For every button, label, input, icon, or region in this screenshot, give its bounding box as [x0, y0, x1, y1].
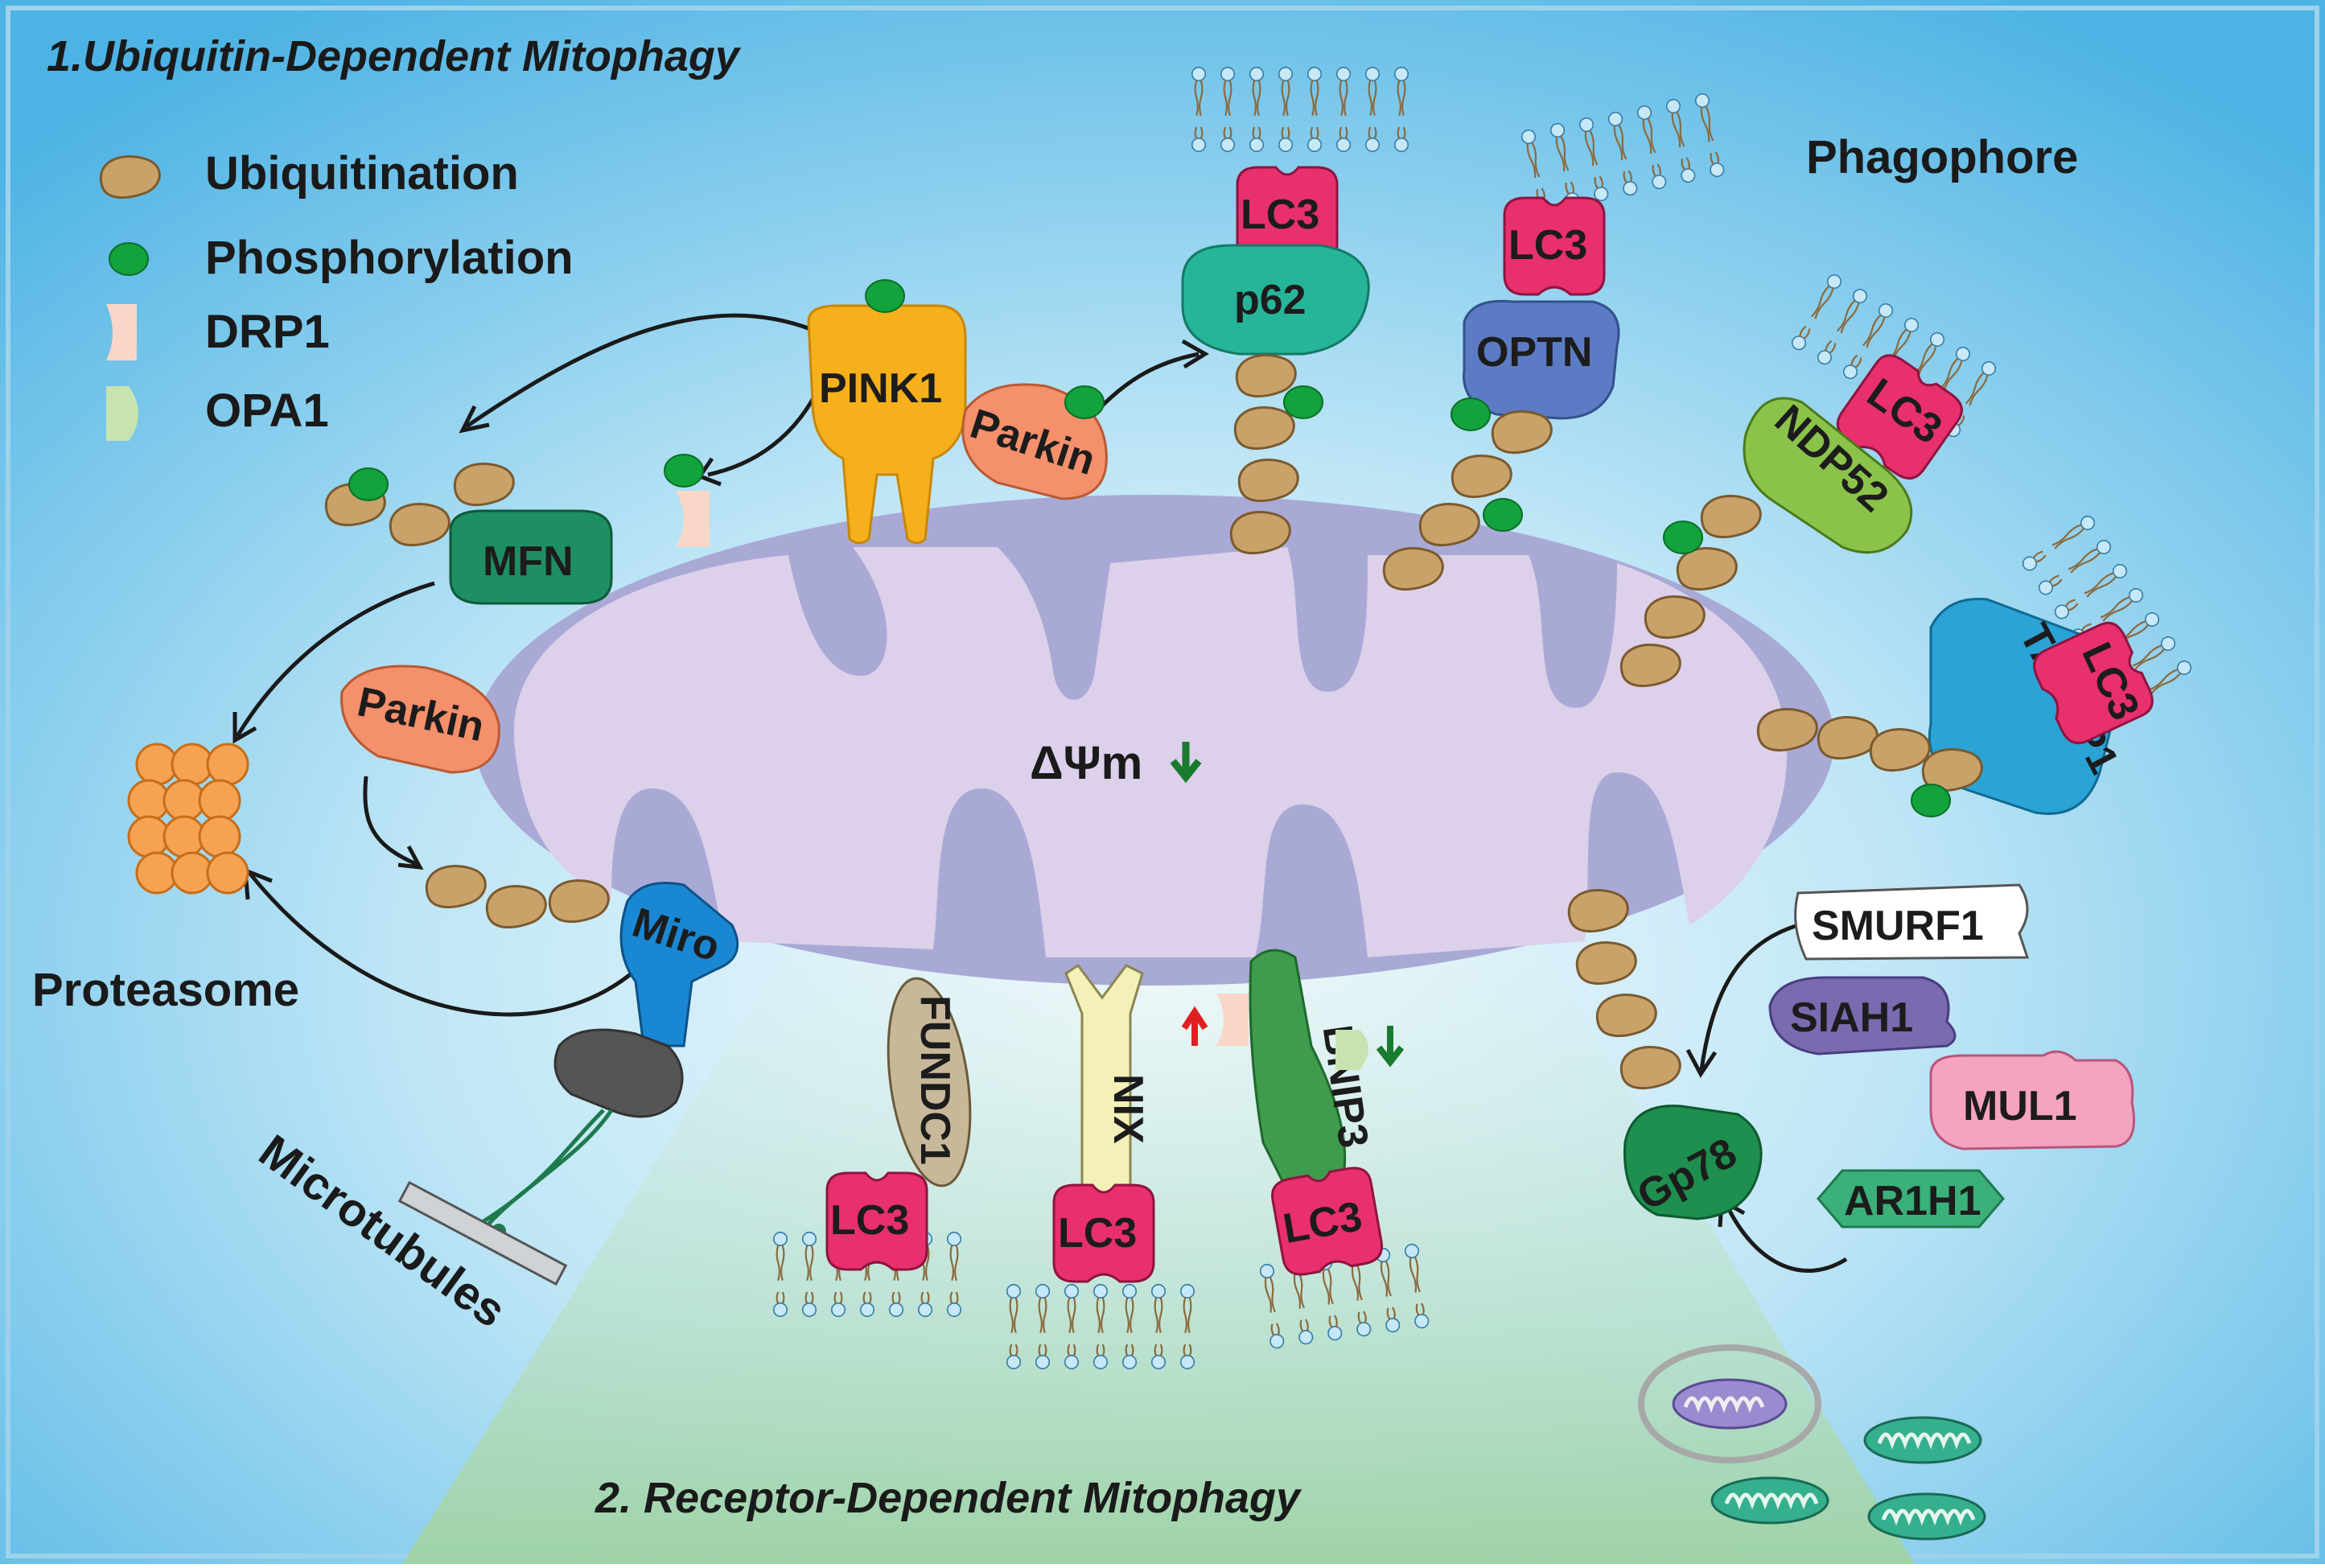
- ubiquitin-icon: [99, 155, 161, 200]
- bnip3-protein: BNIP3: [1249, 949, 1376, 1198]
- mitochondrion-small-icon: [1712, 1478, 1828, 1523]
- optn-lc3: LC3: [1503, 196, 1606, 296]
- membrane-potential-label: ΔΨm: [1030, 737, 1142, 789]
- mul1-protein: MUL1: [1929, 1050, 2135, 1150]
- proteasome-icon: [127, 743, 249, 895]
- proteasome-label: Proteasome: [32, 964, 299, 1016]
- parkin-top-protein: Parkin: [961, 383, 1108, 500]
- siah1-protein: SIAH1: [1768, 976, 1957, 1056]
- legend-label-drp1: DRP1: [205, 306, 330, 358]
- smurf1-protein: SMURF1: [1794, 883, 2030, 961]
- pink1-protein: PINK1: [807, 279, 967, 545]
- arrow-parkin-to-miro: [363, 776, 419, 867]
- mitochondrion-small-icon: [1865, 1418, 1981, 1463]
- lc3-label-optn: LC3: [1508, 222, 1587, 269]
- fundc1-label: FUNDC1: [911, 995, 958, 1165]
- optn-protein: OPTN: [1463, 299, 1620, 420]
- drp1-protein: [664, 454, 710, 547]
- legend-label-ubiquitination: Ubiquitination: [205, 147, 519, 200]
- p62-label: p62: [1234, 277, 1307, 323]
- arrow-ar1h1-to-gp78: [1723, 1201, 1848, 1274]
- drp1-icon: [106, 304, 137, 360]
- title-ubiquitin-dependent: 1.Ubiquitin-Dependent Mitophagy: [47, 32, 742, 80]
- nix-label: NIX: [1105, 1074, 1151, 1144]
- microtubule-icon: [397, 1180, 568, 1286]
- optn-label: OPTN: [1476, 329, 1592, 376]
- title-receptor-dependent: 2. Receptor-Dependent Mitophagy: [595, 1474, 1302, 1522]
- lc3-label-p62: LC3: [1241, 191, 1319, 238]
- gp78-protein: Gp78: [1623, 1105, 1763, 1220]
- fundc1-protein: FUNDC1: [887, 977, 972, 1187]
- mito-inner-membrane: [513, 547, 1788, 957]
- parkin-left-protein: Parkin: [340, 665, 500, 774]
- nix-lc3: LC3: [1052, 1183, 1155, 1283]
- receptor-zone: [402, 925, 1915, 1564]
- down-arrow-icon-opa1: [1376, 1026, 1405, 1068]
- phosphate-icon: [109, 242, 149, 276]
- legend-label-phosphorylation: Phosphorylation: [205, 232, 574, 284]
- drp1-bottom-icon: [1216, 994, 1249, 1046]
- mul1-label: MUL1: [1963, 1083, 2077, 1130]
- opa1-icon: [106, 386, 138, 441]
- down-arrow-icon: [1170, 742, 1202, 784]
- smurf1-label: SMURF1: [1812, 903, 1984, 949]
- arrow-mfn-to-proteasome: [235, 581, 435, 738]
- ar1h1-protein: AR1H1: [1817, 1169, 2005, 1228]
- arrow-smurf1-to-gp78: [1699, 923, 1799, 1071]
- mfn-protein: MFN: [449, 509, 613, 605]
- arrow-pink1-to-mfn: [465, 313, 813, 429]
- legend-label-opa1: OPA1: [205, 385, 329, 437]
- mitochondrion-small-icon: [1869, 1494, 1985, 1539]
- lc3-label-fundc1: LC3: [830, 1197, 909, 1244]
- bnip3-lc3: LC3: [1268, 1163, 1386, 1279]
- pink1-label: PINK1: [819, 365, 942, 412]
- opa1-bottom-icon: [1335, 1030, 1368, 1070]
- nix-protein: NIX: [1064, 963, 1151, 1208]
- p62-protein: p62: [1181, 244, 1370, 356]
- autophagosome-icon: [1638, 1344, 1821, 1463]
- mitochondrion: ΔΨm: [475, 495, 1834, 986]
- lc3-label-nix: LC3: [1058, 1210, 1137, 1257]
- ar1h1-label: AR1H1: [1844, 1178, 1981, 1224]
- fundc1-lc3: LC3: [825, 1171, 928, 1271]
- miro-protein: Miro: [619, 882, 739, 1047]
- ndp52-lc3: LC3: [1829, 348, 1969, 487]
- mfn-label: MFN: [483, 538, 574, 585]
- phagophore-label: Phagophore: [1806, 131, 2078, 183]
- p62-lc3: LC3: [1236, 166, 1339, 265]
- legend: Ubiquitination Phosphorylation DRP1 OPA1: [99, 147, 574, 441]
- siah1-label: SIAH1: [1790, 994, 1913, 1041]
- arrow-miro-to-proteasome: [248, 871, 633, 1017]
- motor-protein: [467, 1028, 684, 1238]
- up-arrow-icon: [1181, 1006, 1208, 1046]
